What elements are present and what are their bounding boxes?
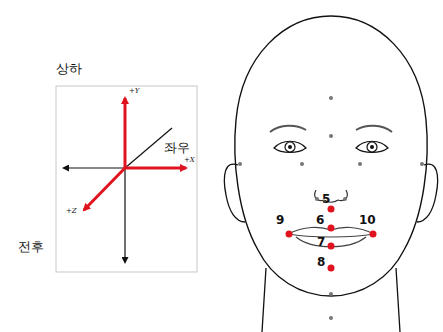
axis-sign: +Z	[66, 208, 77, 215]
axis-line	[64, 167, 125, 168]
callout-number: 9	[276, 214, 284, 226]
x-axis	[125, 167, 186, 170]
landmark-dot	[238, 96, 424, 320]
head-outline	[235, 16, 427, 250]
eyebrow	[356, 126, 392, 132]
callout-number: 7	[317, 236, 325, 248]
axis-title: 전후	[18, 240, 44, 253]
eye	[274, 141, 306, 152]
callout-number: 10	[359, 214, 376, 226]
nose	[315, 190, 348, 202]
axis-frame	[56, 86, 197, 272]
axis-sign: +X	[184, 157, 195, 164]
eye	[356, 141, 388, 152]
ear	[224, 164, 245, 222]
measure-point	[286, 206, 377, 272]
callout-number: 8	[317, 256, 325, 268]
eyebrow	[270, 126, 306, 132]
axis-line	[124, 168, 125, 262]
ear	[417, 164, 438, 222]
y-axis	[124, 98, 127, 168]
axis-title: 좌우	[164, 141, 190, 154]
axis-title: 상하	[56, 62, 82, 75]
callout-number: 6	[316, 214, 324, 226]
neck	[262, 268, 400, 332]
jaw-outline	[258, 250, 404, 296]
lip	[288, 234, 374, 237]
axis-sign: +Y	[129, 88, 140, 95]
callout-number: 5	[322, 193, 330, 205]
z-axis	[84, 168, 125, 210]
